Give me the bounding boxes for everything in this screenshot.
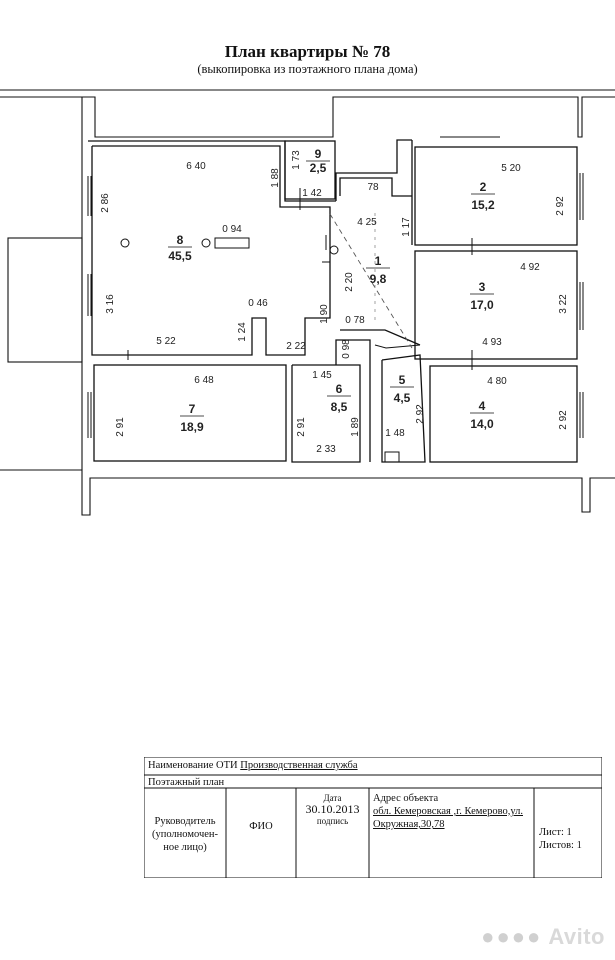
- title-block: Наименование ОТИ Производственная служба…: [144, 757, 602, 878]
- bathtub-fixture: [214, 237, 250, 249]
- plan-subtitle: (выкопировка из поэтажного плана дома): [197, 62, 418, 76]
- room-number-5: 5: [399, 373, 406, 387]
- room-number-4: 4: [479, 399, 486, 413]
- dimension-label: 2 92: [558, 410, 569, 430]
- head-label: Руководитель (уполномочен- ное лицо): [151, 816, 219, 853]
- signature-label: подпись: [316, 816, 349, 826]
- plan-type: Поэтажный план: [148, 777, 225, 788]
- dimension-label: 0 98: [341, 339, 352, 359]
- dimension-label: 0 78: [345, 315, 365, 326]
- dimension-label: 1 73: [291, 150, 302, 170]
- dimension-label: 4 93: [482, 337, 502, 348]
- room-number-1: 1: [375, 254, 382, 268]
- plan-title: План квартиры № 78: [224, 42, 391, 61]
- outer-wall: [0, 96, 615, 138]
- dimension-label: 6 40: [186, 161, 206, 172]
- avito-watermark: ●●●●Avito: [481, 924, 605, 949]
- dimension-label: 0 94: [222, 224, 242, 235]
- dimension-label: 2 92: [555, 196, 566, 216]
- room-area-4: 14,0: [470, 417, 494, 431]
- dimension-label: 2 20: [344, 272, 355, 292]
- room-area-8: 45,5: [168, 249, 192, 263]
- dimension-label: 1 42: [302, 188, 322, 199]
- dimension-label: 78: [367, 182, 379, 193]
- oti-label: Наименование ОТИ: [148, 760, 238, 771]
- room-area-5: 4,5: [394, 391, 411, 405]
- dimension-label: 3 16: [105, 294, 116, 314]
- date-label: Дата: [323, 793, 342, 803]
- dimension-label: 2 91: [296, 417, 307, 437]
- room-number-7: 7: [189, 402, 196, 416]
- fio-label: ФИО: [249, 821, 273, 832]
- room-number-6: 6: [336, 382, 343, 396]
- dimension-label: 1 24: [237, 322, 248, 342]
- dimension-label: 1 48: [385, 428, 405, 439]
- dimension-label: 1 88: [270, 168, 281, 188]
- sheet-label: Лист: 1: [539, 827, 572, 838]
- dimension-label: 6 48: [194, 375, 214, 386]
- dimension-label: 1 89: [350, 417, 361, 437]
- balcony: [7, 237, 83, 363]
- dimension-label: 2 86: [100, 193, 111, 213]
- room-area-7: 18,9: [180, 420, 204, 434]
- dimension-label: 2 91: [115, 417, 126, 437]
- dimension-label: 4 92: [520, 262, 540, 273]
- address-label: Адрес объекта: [373, 793, 439, 804]
- avito-logo-icon: ●●●●: [481, 924, 543, 949]
- dimension-label: 4 80: [487, 376, 507, 387]
- address-line-1: обл. Кемеровская ,г. Кемерово,ул.: [373, 806, 523, 817]
- room-number-9: 9: [315, 147, 322, 161]
- room-area-9: 2,5: [310, 161, 327, 175]
- dimension-label: 0 46: [248, 298, 268, 309]
- room-area-2: 15,2: [471, 198, 495, 212]
- dimension-label: 5 22: [156, 336, 176, 347]
- dimension-label: 3 22: [558, 294, 569, 314]
- dimension-label: 2 92: [415, 404, 426, 424]
- room-number-2: 2: [480, 180, 487, 194]
- room-area-6: 8,5: [331, 400, 348, 414]
- dimension-label: 1 90: [319, 304, 330, 324]
- dimension-label: 1 45: [312, 370, 332, 381]
- dimension-label: 2 22: [286, 341, 306, 352]
- date-value: 30.10.2013: [305, 802, 360, 816]
- dimension-label: 1 17: [401, 217, 412, 237]
- room-number-8: 8: [177, 233, 184, 247]
- room-area-3: 17,0: [470, 298, 494, 312]
- room-area-1: 9,8: [370, 272, 387, 286]
- outer-wall: [0, 469, 615, 516]
- room-number-3: 3: [479, 280, 486, 294]
- dimension-label: 4 25: [357, 217, 377, 228]
- sheets-label: Листов: 1: [539, 840, 582, 851]
- dimension-label: 5 20: [501, 163, 521, 174]
- address-line-2: Окружная,30,78: [373, 819, 445, 830]
- dimension-label: 2 33: [316, 444, 336, 455]
- oti-value: Производственная служба: [240, 760, 358, 771]
